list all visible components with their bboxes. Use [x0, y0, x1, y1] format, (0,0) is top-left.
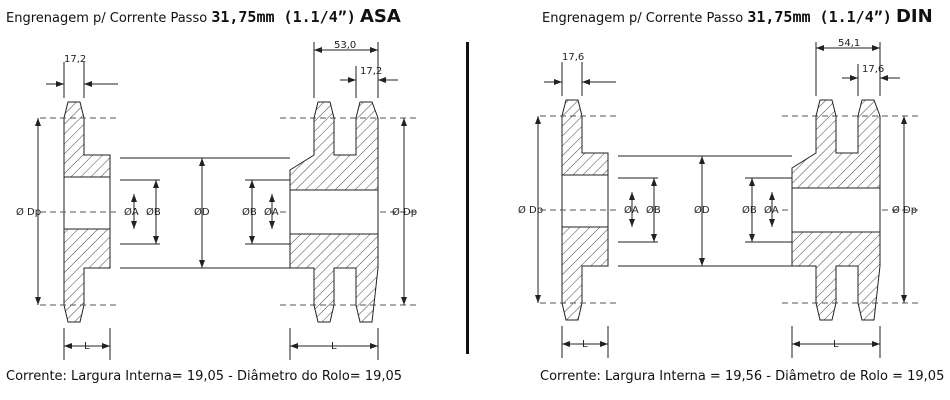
caption-din: Corrente: Largura Interna = 19,56 - Diâm… [540, 369, 945, 384]
caption-asa: Corrente: Largura Interna= 19,05 - Diâme… [6, 369, 403, 384]
label-length: L [582, 339, 588, 350]
label-length: L [833, 339, 839, 350]
title-din: Engrenagem p/ Corrente Passo 31,75mm (1.… [542, 6, 933, 30]
label-length: L [84, 341, 90, 352]
label-length: L [331, 341, 337, 352]
label-bore-b: ØB [146, 206, 161, 218]
label-pitch-diameter: Ø Dp [518, 204, 543, 216]
title-prefix: Engrenagem p/ Corrente Passo [542, 11, 744, 26]
sprocket-drawing-din: 17,6 54,1 17,6 Ø Dp Ø Dp ØA ØB ØD ØB ØA … [518, 38, 920, 358]
label-bore-b: ØB [742, 204, 757, 216]
label-diameter-d: ØD [694, 204, 710, 216]
title-standard: DIN [895, 6, 933, 27]
label-bore-a: ØA [124, 206, 139, 218]
label-bore-b: ØB [646, 204, 661, 216]
label-bore-b: ØB [242, 206, 257, 218]
title-size: 31,75mm (1.1/4”) [211, 8, 356, 26]
label-bore-a: ØA [764, 204, 779, 216]
dim-tooth-width-2: 17,2 [360, 66, 382, 77]
dim-overall-width: 54,1 [838, 38, 860, 49]
title-size: 31,75mm (1.1/4”) [747, 8, 892, 26]
label-pitch-diameter: Ø Dp [16, 206, 41, 218]
sprocket-drawing-asa: 17,2 53,0 17,2 Ø Dp Ø Dp ØA ØB ØD ØB ØA … [16, 40, 420, 360]
label-bore-a: ØA [624, 204, 639, 216]
dim-tooth-width: 17,6 [562, 52, 584, 63]
label-pitch-diameter: Ø Dp [892, 204, 917, 216]
title-prefix: Engrenagem p/ Corrente Passo [6, 11, 208, 26]
dim-overall-width: 53,0 [334, 40, 356, 51]
panel-divider [466, 42, 469, 354]
label-pitch-diameter: Ø Dp [392, 206, 417, 218]
title-asa: Engrenagem p/ Corrente Passo 31,75mm (1.… [6, 6, 401, 30]
title-standard: ASA [359, 6, 401, 27]
label-diameter-d: ØD [194, 206, 210, 218]
label-bore-a: ØA [264, 206, 279, 218]
dim-tooth-width: 17,2 [64, 54, 86, 65]
dim-tooth-width-2: 17,6 [862, 64, 884, 75]
